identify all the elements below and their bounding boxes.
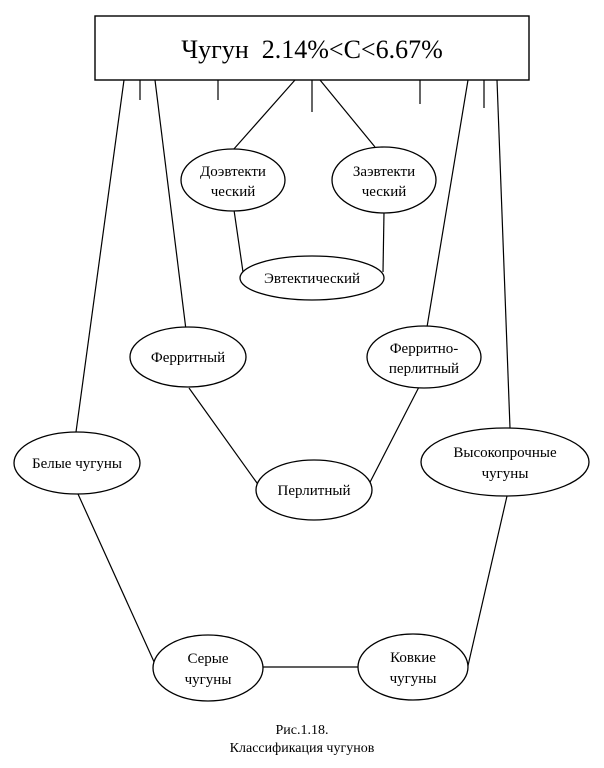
node-doevtekt-line1: Доэвтекти [200,164,266,180]
node-perlitny-label: Перлитный [278,483,351,499]
line-header-to-ferritny [154,79,187,331]
node-evtekt-label: Эвтектический [264,271,360,287]
node-ferritno-perlitny-line2: перлитный [389,361,459,377]
line-header-to-belye [75,79,125,433]
node-kovkie: Ковкие чугуны [357,633,469,701]
header-box: Чугун 2.14%<C<6.67% [94,15,530,81]
node-zaevtekt-line1: Заэвтекти [353,164,415,180]
node-vysokoprochnye: Высокопрочные чугуны [420,427,590,497]
line-header-to-ferritno-perlitny [426,79,469,328]
node-zaevtekt: Заэвтекти ческий [331,146,437,214]
node-belye-label: Белые чугуны [32,456,122,472]
node-vysokoprochnye-line2: чугуны [482,466,529,482]
line-header-to-vysokoprochnye [496,79,511,429]
line-header-to-doevtekt [232,79,296,151]
node-ferritno-perlitny-line1: Ферритно- [390,341,459,357]
line-header-to-zaevtekt [319,79,376,148]
line-belye-to-serye [77,493,161,676]
node-evtekt: Эвтектический [239,255,385,301]
node-vysokoprochnye-line1: Высокопрочные [453,445,557,461]
figure-number: Рис.1.18. [275,723,329,738]
node-serye: Серые чугуны [152,634,264,702]
header-title: Чугун 2.14%<C<6.67% [181,35,442,64]
node-serye-line2: чугуны [185,672,232,688]
node-ferritny: Ферритный [129,326,247,388]
figure-caption: Классификация чугунов [229,741,375,756]
node-perlitny: Перлитный [255,459,373,521]
node-zaevtekt-line2: ческий [362,184,407,200]
node-doevtekt: Доэвтекти ческий [180,148,286,212]
line-ferritny-to-perlitny [188,387,263,491]
node-ferritno-perlitny: Ферритно- перлитный [366,325,482,389]
line-ferritno-perlitny-to-perlitny [365,384,421,491]
node-ferritny-label: Ферритный [151,350,225,366]
connector-lines [75,79,511,676]
node-serye-line1: Серые [187,651,228,667]
line-vysokoprochnye-to-kovkie [466,495,508,671]
node-kovkie-line2: чугуны [390,671,437,687]
node-doevtekt-line2: ческий [211,184,256,200]
line-zaevtekt-to-evtekt [382,211,385,273]
node-kovkie-line1: Ковкие [390,650,436,666]
node-belye: Белые чугуны [13,431,141,495]
line-doevtekt-to-evtekt [233,209,244,273]
